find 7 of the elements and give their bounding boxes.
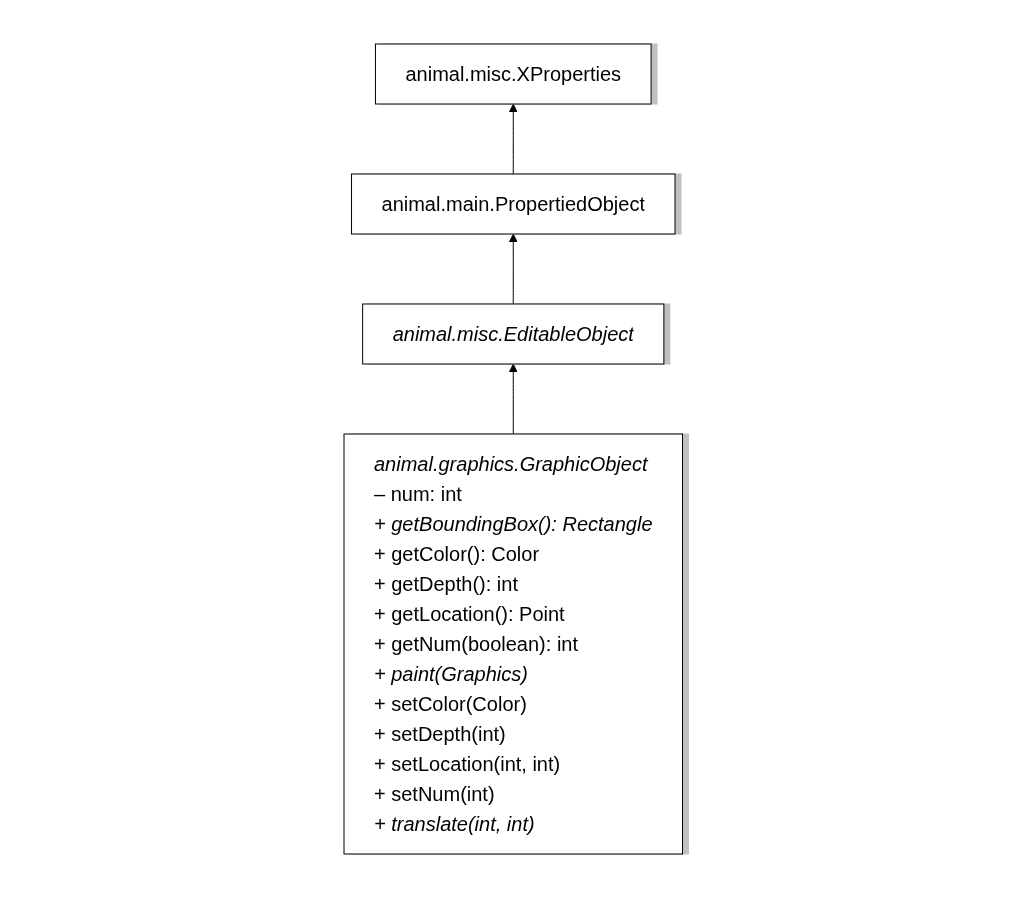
node-box: animal.misc.XProperties [374, 43, 652, 104]
arrow [508, 233, 518, 304]
arrow [508, 103, 518, 174]
node-box: animal.misc.EditableObject [361, 303, 665, 364]
arrow [508, 363, 518, 434]
node-box: animal.graphics.GraphicObject – num: int + getBoundingBox(): Rectangle + getColor(): Color + getDepth(): int + getLocation(): Point + getNum(boolean): int + paint(Graphics) + setColor(Color) + setDepth(int) + setLocation(int, int) + setNum(int) + translate(int, int) [343, 433, 683, 854]
node-box: animal.main.PropertiedObject [350, 173, 676, 234]
